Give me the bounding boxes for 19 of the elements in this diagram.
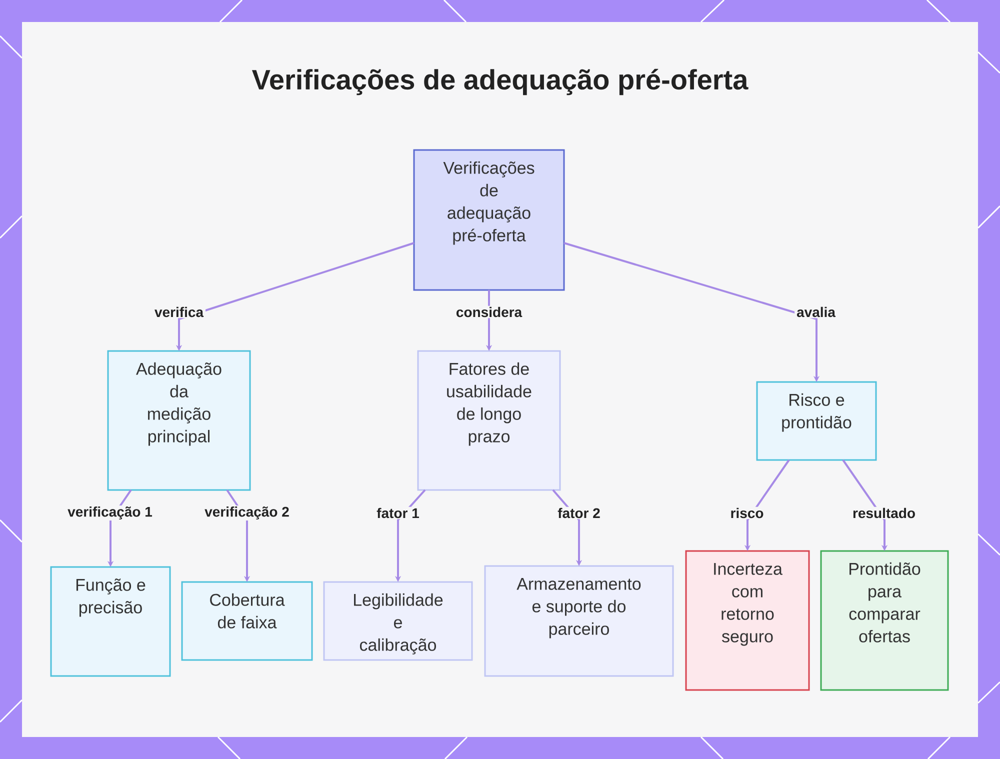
topic-box: Verificações de adequação pré-oferta <box>413 149 565 291</box>
concept-box: Cobertura de faixa <box>181 581 313 661</box>
concept-box: Incerteza com retorno seguro <box>685 550 810 691</box>
edge-label: avalia <box>794 306 838 318</box>
concept-box: Armazenamento e suporte do parceiro <box>484 565 674 677</box>
edge-label: verificação 2 <box>202 505 292 521</box>
edge-label: fator 2 <box>556 506 602 520</box>
title: Verificações de adequação pré-oferta <box>252 68 748 96</box>
concept-box: Legibilidade e calibração <box>323 581 473 661</box>
concept-box: Prontidão para comparar ofertas <box>820 550 949 691</box>
concept-box: Risco e prontidão <box>756 381 877 461</box>
edge-label: verificação 1 <box>66 505 154 521</box>
concept-box: Fatores de usabilidade de longo prazo <box>417 350 561 491</box>
edge-label: resultado <box>850 506 918 520</box>
edge-label: considera <box>454 306 524 318</box>
concept-box: Adequação da medição principal <box>107 350 251 491</box>
concept-box: Função e precisão <box>50 566 171 677</box>
edge-label: verifica <box>152 306 206 318</box>
edge-label: fator 1 <box>374 506 422 520</box>
